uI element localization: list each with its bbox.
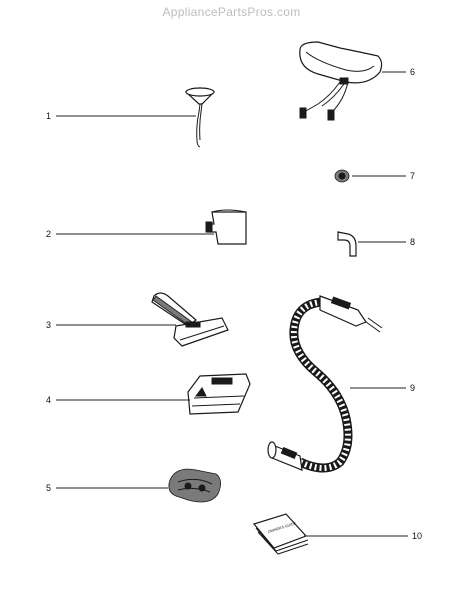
callout-8: 8 xyxy=(410,237,415,247)
part-10-owners-guide: OWNER'S GUIDE xyxy=(252,513,309,555)
part-6-shoulder-strap xyxy=(299,41,383,121)
part-3-brush-tool xyxy=(151,292,229,347)
part-5-filter-sleeve xyxy=(168,468,221,503)
part-4-upholstery-nozzle xyxy=(187,373,251,415)
callout-5: 5 xyxy=(46,483,51,493)
callout-9: 9 xyxy=(410,383,415,393)
watermark: AppliancePartsPros.com xyxy=(162,5,301,19)
callout-3: 3 xyxy=(46,320,51,330)
part-7-connector xyxy=(334,169,350,183)
callout-7: 7 xyxy=(410,171,415,181)
callout-4: 4 xyxy=(46,395,51,405)
part-9-hose xyxy=(267,295,383,473)
part-2-filter-cup xyxy=(205,209,247,245)
callout-2: 2 xyxy=(46,229,51,239)
part-1-funnel xyxy=(184,87,215,148)
callout-10: 10 xyxy=(412,531,422,541)
callout-1: 1 xyxy=(46,111,51,121)
part-8-elbow-adapter xyxy=(337,231,357,257)
callout-6: 6 xyxy=(410,67,415,77)
